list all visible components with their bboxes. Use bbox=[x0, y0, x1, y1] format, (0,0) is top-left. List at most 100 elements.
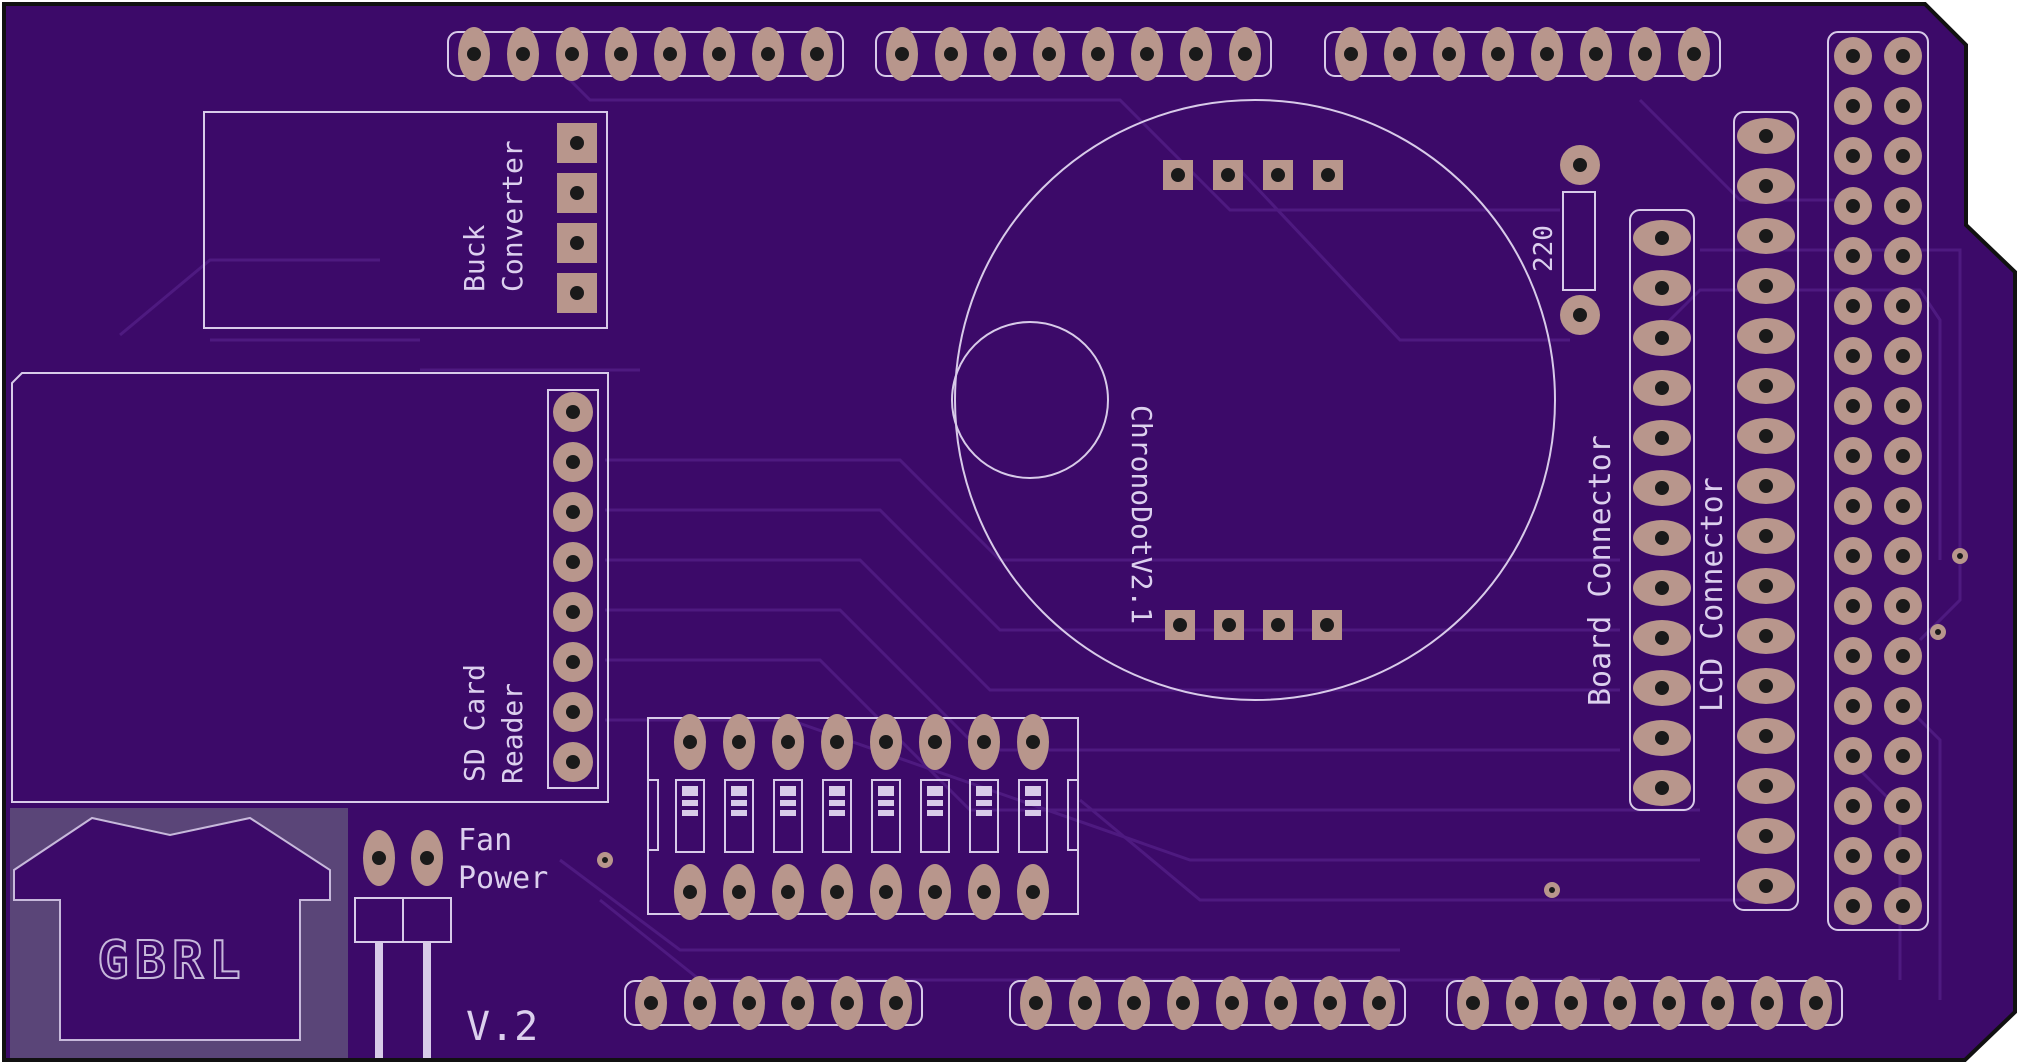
dip-switch-mark bbox=[976, 810, 992, 816]
dip-switch-body bbox=[773, 779, 803, 853]
sd-header-outline bbox=[547, 389, 599, 789]
board-connector-pad-drill bbox=[1655, 231, 1669, 245]
resistor-pad-drill bbox=[1573, 158, 1587, 172]
dip-switch-body bbox=[724, 779, 754, 853]
sd-card-pad-drill bbox=[566, 605, 580, 619]
double-header-pad-drill bbox=[1846, 599, 1860, 613]
lcd-connector-pad-drill bbox=[1759, 579, 1773, 593]
dip-switch-mark bbox=[780, 800, 796, 806]
top-header-pad-drill bbox=[516, 47, 530, 61]
via-drill bbox=[602, 857, 608, 863]
top-header-pad-drill bbox=[1687, 47, 1701, 61]
dip-switch-bottom-pad-drill bbox=[977, 885, 991, 899]
dip-switch-bottom-pad-drill bbox=[683, 885, 697, 899]
top-header-outline-2 bbox=[1324, 31, 1721, 77]
dip-switch-bottom-pad-drill bbox=[1026, 885, 1040, 899]
bottom-header-pad-drill bbox=[693, 996, 707, 1010]
dip-switch-notch-right bbox=[1067, 779, 1079, 851]
double-header-outline bbox=[1827, 31, 1929, 931]
double-header-pad-drill bbox=[1896, 449, 1910, 463]
double-header-pad-drill bbox=[1846, 549, 1860, 563]
bottom-header-outline-0 bbox=[624, 980, 923, 1026]
via-drill bbox=[1549, 887, 1555, 893]
dip-switch-body bbox=[969, 779, 999, 853]
lcd-connector-pad-drill bbox=[1759, 429, 1773, 443]
double-header-pad-drill bbox=[1846, 749, 1860, 763]
lcd-connector-pad-drill bbox=[1759, 479, 1773, 493]
lcd-connector-pad-drill bbox=[1759, 629, 1773, 643]
bottom-header-pad-drill bbox=[1225, 996, 1239, 1010]
dip-switch-body bbox=[871, 779, 901, 853]
fan-power-pad-drill bbox=[372, 851, 386, 865]
bottom-header-pad-drill bbox=[1274, 996, 1288, 1010]
fan-power-leads bbox=[375, 942, 431, 1058]
chronodot-top-pad-drill bbox=[1171, 168, 1185, 182]
dip-switch-mark bbox=[878, 800, 894, 806]
bottom-header-pad-drill bbox=[1176, 996, 1190, 1010]
double-header-pad-drill bbox=[1846, 649, 1860, 663]
double-header-pad-drill bbox=[1846, 849, 1860, 863]
board-connector-pad-drill bbox=[1655, 281, 1669, 295]
dip-switch-mark bbox=[780, 810, 796, 816]
sd-card-pad-drill bbox=[566, 455, 580, 469]
board-connector-outline bbox=[1629, 209, 1695, 811]
bottom-header-pad-drill bbox=[1760, 996, 1774, 1010]
top-header-outline-1 bbox=[875, 31, 1272, 77]
double-header-pad-drill bbox=[1846, 399, 1860, 413]
bottom-header-pad-drill bbox=[1662, 996, 1676, 1010]
logo-text: GBRL bbox=[97, 931, 246, 991]
dip-switch-mark bbox=[976, 786, 992, 796]
dip-switch-mark bbox=[976, 800, 992, 806]
top-header-pad-drill bbox=[1091, 47, 1105, 61]
board-connector-pad-drill bbox=[1655, 781, 1669, 795]
dip-switch-top-pad-drill bbox=[879, 735, 893, 749]
lcd-connector-pad-drill bbox=[1759, 679, 1773, 693]
lcd-connector-pad-drill bbox=[1759, 879, 1773, 893]
dip-switch-mark bbox=[829, 786, 845, 796]
bottom-header-outline-1 bbox=[1009, 980, 1406, 1026]
lcd-connector-pad-drill bbox=[1759, 279, 1773, 293]
top-header-pad-drill bbox=[944, 47, 958, 61]
lcd-connector-pad-drill bbox=[1759, 779, 1773, 793]
bottom-header-pad-drill bbox=[742, 996, 756, 1010]
dip-switch-mark bbox=[927, 810, 943, 816]
chronodot-small-circle bbox=[951, 321, 1109, 479]
dip-switch-top-pad-drill bbox=[1026, 735, 1040, 749]
fan-label-1: Fan bbox=[458, 823, 512, 858]
double-header-pad-drill bbox=[1846, 299, 1860, 313]
dip-switch-bottom-pad-drill bbox=[781, 885, 795, 899]
board-connector-pad-drill bbox=[1655, 581, 1669, 595]
double-header-pad-drill bbox=[1896, 899, 1910, 913]
lcd-connector-outline bbox=[1733, 111, 1799, 911]
top-header-pad-drill bbox=[810, 47, 824, 61]
double-header-pad-drill bbox=[1846, 699, 1860, 713]
bottom-header-pad-drill bbox=[1809, 996, 1823, 1010]
board-connector-pad-drill bbox=[1655, 731, 1669, 745]
double-header-pad-drill bbox=[1846, 899, 1860, 913]
double-header-pad-drill bbox=[1896, 149, 1910, 163]
bottom-header-pad-drill bbox=[1515, 996, 1529, 1010]
chronodot-bottom-pad-drill bbox=[1222, 618, 1236, 632]
board-connector-pad-drill bbox=[1655, 381, 1669, 395]
dip-switch-top-pad-drill bbox=[830, 735, 844, 749]
double-header-pad-drill bbox=[1896, 349, 1910, 363]
buck-converter-pad-drill bbox=[570, 236, 584, 250]
dip-switch-bottom-pad-drill bbox=[830, 885, 844, 899]
chronodot-top-pad-drill bbox=[1221, 168, 1235, 182]
bottom-header-pad-drill bbox=[840, 996, 854, 1010]
dip-switch-mark bbox=[731, 800, 747, 806]
dip-switch-mark bbox=[927, 800, 943, 806]
top-header-pad-drill bbox=[1238, 47, 1252, 61]
buck-converter-pad-drill bbox=[570, 136, 584, 150]
top-header-pad-drill bbox=[1344, 47, 1358, 61]
dip-switch-body bbox=[822, 779, 852, 853]
double-header-pad-drill bbox=[1896, 49, 1910, 63]
lcd-connector-pad-drill bbox=[1759, 379, 1773, 393]
bottom-header-pad-drill bbox=[1127, 996, 1141, 1010]
lcd-connector-pad-drill bbox=[1759, 829, 1773, 843]
buck-converter-label-1: Buck bbox=[458, 224, 491, 292]
double-header-pad-drill bbox=[1846, 49, 1860, 63]
double-header-pad-drill bbox=[1846, 99, 1860, 113]
top-header-pad-drill bbox=[1491, 47, 1505, 61]
lcd-connector-pad-drill bbox=[1759, 129, 1773, 143]
